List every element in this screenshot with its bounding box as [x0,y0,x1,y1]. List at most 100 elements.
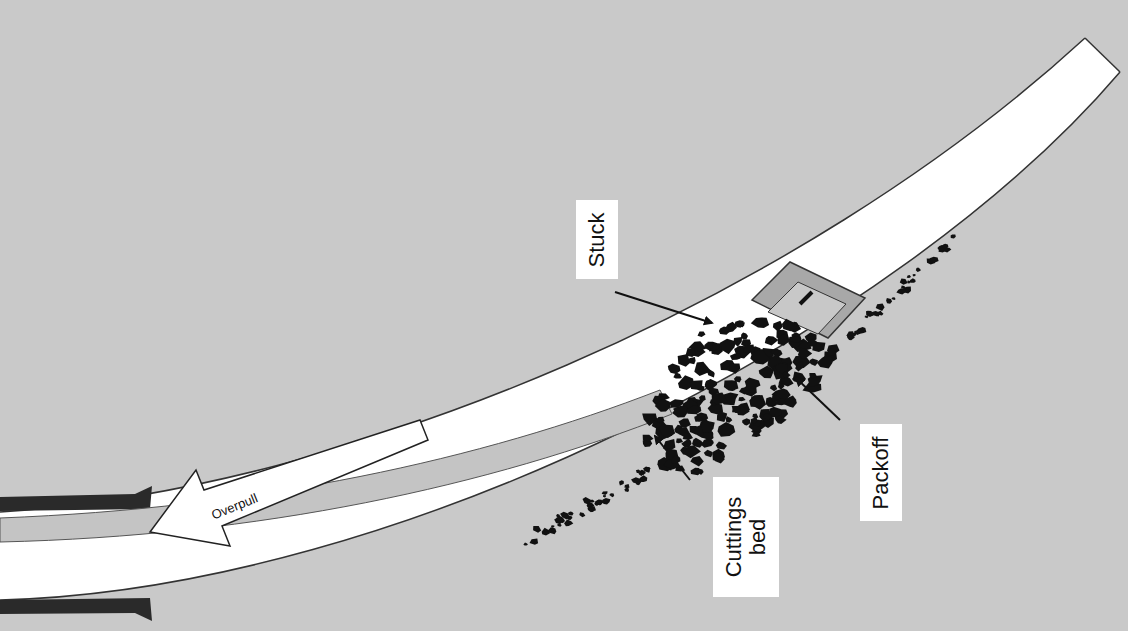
cutting [876,304,885,311]
cutting [676,438,683,443]
cutting [866,311,873,317]
casing-wall [0,486,152,511]
cutting [809,373,817,379]
cutting [930,257,939,263]
cutting [694,415,703,421]
cutting [702,421,715,433]
cutting [910,278,916,283]
cutting [773,321,783,332]
cutting [751,317,769,328]
stabilizer-mark [800,292,812,304]
cutting [778,335,791,346]
cutting [770,384,777,391]
leader-line [796,378,840,420]
cutting [603,495,606,497]
cutting [548,527,557,534]
cutting [944,247,952,252]
cutting [854,330,860,335]
stabilizer [752,262,865,338]
cutting [533,526,541,533]
cutting [635,481,640,486]
cuttings-bed-callout-box: Cuttings bed [713,477,779,597]
cutting [778,383,785,390]
cutting [579,512,585,517]
cutting [735,320,744,328]
cutting [783,395,796,407]
cutting [741,333,748,340]
cutting [595,499,603,505]
cutting [717,411,727,422]
cutting [750,395,766,410]
cutting [743,344,754,352]
cutting [886,298,892,304]
cutting [722,327,729,333]
cutting [551,528,556,532]
overpull-arrow [150,420,428,546]
cutting [704,343,713,351]
cutting [770,349,779,355]
packoff-callout-box: Packoff [860,424,902,521]
callout-text: Packoff [869,436,893,509]
cutting [636,470,641,473]
cutting [683,433,693,440]
cutting [659,425,675,438]
wellbore-end [1085,38,1120,72]
cutting [763,414,772,420]
cutting [900,278,908,284]
cutting [631,477,642,484]
cutting [875,313,880,317]
leader-line [655,436,690,480]
cutting [687,405,702,414]
stabilizer [768,282,846,334]
cutting [646,467,650,470]
cutting [726,416,732,422]
cutting [596,500,602,505]
cutting [523,543,528,546]
cutting [913,274,916,276]
cutting [817,356,833,369]
cutting [742,418,750,425]
cutting [782,372,790,378]
cutting [810,359,818,366]
cutting [732,406,741,413]
cutting [775,363,788,374]
cutting [807,340,816,347]
cutting [765,336,779,346]
cutting [690,380,703,390]
cutting [602,491,608,495]
cutting [738,397,745,401]
cutting [557,523,561,526]
cutting [916,268,921,272]
cutting [775,398,787,405]
cutting [679,419,691,428]
cutting [668,364,681,375]
cutting [589,506,596,512]
cutting [719,327,729,335]
cutting [788,336,803,348]
cutting [782,319,797,332]
cutting [795,361,804,371]
callout-text: Stuck [585,212,609,267]
cutting [704,450,713,458]
cutting [718,422,736,437]
cutting [734,337,743,347]
cutting [730,353,741,360]
cutting [759,366,774,379]
cutting [827,348,836,355]
cutting [690,456,704,467]
cutting [560,512,569,520]
cutting [798,347,812,359]
cutting [694,362,711,376]
cutting [643,435,654,442]
cutting [678,354,690,367]
cutting [551,525,554,528]
cutting [739,387,751,394]
cutting [896,288,906,294]
cutting [713,452,725,464]
cutting [669,399,683,408]
casing-wall [0,598,152,621]
cutting [827,344,840,356]
leader-line [615,292,712,323]
cutting [907,275,911,278]
